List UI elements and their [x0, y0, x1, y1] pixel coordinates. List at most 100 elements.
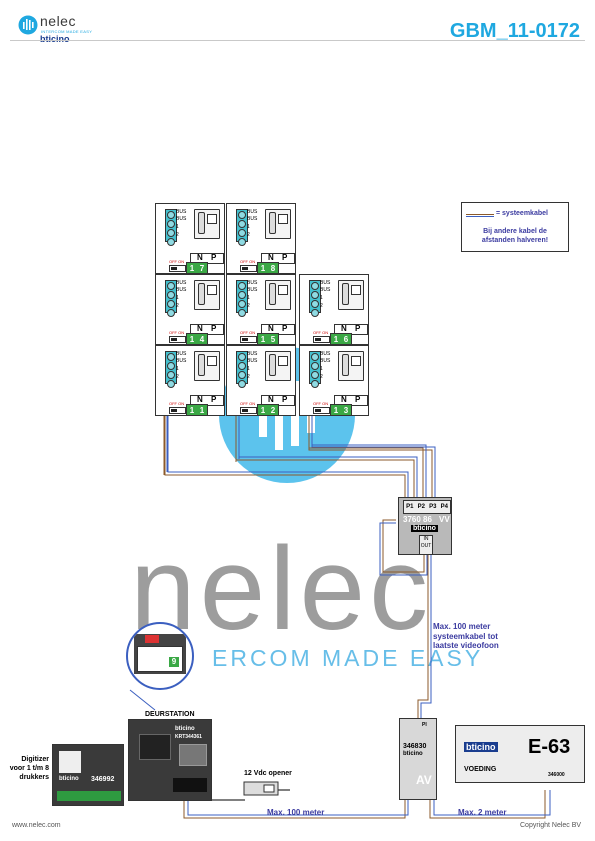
av-label: AV [416, 773, 432, 787]
terminal-block [309, 351, 321, 388]
terminal-label: 1 [247, 295, 250, 301]
digitizer-brand: bticino [59, 776, 79, 782]
terminal-label: BUS [247, 209, 258, 215]
handset-icon [265, 280, 291, 310]
av-model: 346830 [403, 743, 427, 750]
footer-copyright: Copyright Nelec BV [520, 822, 582, 829]
off-on-switch [240, 407, 257, 414]
off-on-label: OFF ON [169, 259, 185, 264]
footer-website: www.nelec.com [12, 822, 61, 829]
av-module: PI 346830 bticino AV [399, 718, 437, 800]
power-supply: bticino E-63 VOEDING 346000 [455, 725, 585, 783]
terminal-block [165, 209, 177, 246]
deurstation-model: KRT344361 [175, 734, 202, 740]
nelec-logo-icon [18, 15, 38, 35]
off-on-label: OFF ON [169, 330, 185, 335]
terminal-label: 1 [247, 224, 250, 230]
av-pi: PI [422, 722, 427, 728]
terminal-label: 1 [176, 366, 179, 372]
off-on-switch [240, 265, 257, 272]
terminal-label: 2 [247, 374, 250, 380]
terminal-label: 2 [176, 374, 179, 380]
terminal-label: 1 [320, 295, 323, 301]
off-on-switch [313, 407, 330, 414]
terminal-label: 2 [176, 303, 179, 309]
opener-label: 12 Vdc opener [244, 770, 292, 777]
terminal-block [309, 280, 321, 317]
logo-brand: bticino [40, 34, 70, 44]
zoom-detail: 9 [126, 622, 194, 690]
legend-key: = systeemkabel [496, 210, 548, 217]
off-on-switch [313, 336, 330, 343]
terminal-label: BUS [247, 280, 258, 286]
off-on-label: OFF ON [313, 401, 329, 406]
off-on-switch [169, 407, 186, 414]
handset-icon [265, 351, 291, 381]
zoom-digit: 9 [169, 657, 179, 667]
terminal-label: BUS [176, 358, 187, 364]
handset-icon [194, 209, 220, 239]
distributor-marks: VV [439, 515, 450, 524]
deurstation-brand: bticino [175, 726, 195, 732]
terminal-block [236, 351, 248, 388]
terminal-label: BUS [320, 358, 331, 364]
terminal-label: BUS [247, 287, 258, 293]
terminal-block [236, 209, 248, 246]
off-on-switch [169, 336, 186, 343]
terminal-label: BUS [320, 287, 331, 293]
terminal-label: 2 [247, 303, 250, 309]
off-on-label: OFF ON [240, 330, 256, 335]
terminal-label: BUS [176, 287, 187, 293]
terminal-label: BUS [320, 280, 331, 286]
speaker-module [179, 744, 207, 766]
handset-icon [265, 209, 291, 239]
deurstation-panel: bticino KRT344361 [128, 719, 212, 801]
power-supply-brand: bticino [464, 742, 498, 752]
terminal-label: BUS [247, 358, 258, 364]
terminal-label: BUS [247, 351, 258, 357]
handset-icon [194, 280, 220, 310]
distance-note-voeding: Max. 2 meter [458, 808, 507, 817]
terminal-label: 1 [176, 224, 179, 230]
terminal-label: BUS [247, 216, 258, 222]
off-on-switch [240, 336, 257, 343]
handset-icon [338, 351, 364, 381]
legend-note: Bij andere kabel de afstanden halveren! [481, 228, 549, 244]
power-supply-code: E-63 [528, 736, 571, 758]
distance-note-deurstation: Max. 100 meter [267, 808, 325, 817]
handset-icon [338, 280, 364, 310]
terminal-strip [173, 778, 207, 792]
camera-module [139, 734, 171, 760]
document-code: GBM_11-0172 [449, 20, 580, 42]
handset-icon [194, 351, 220, 381]
power-supply-model: 346000 [548, 772, 565, 778]
off-on-label: OFF ON [240, 259, 256, 264]
distributor-model: 3760 86 [403, 515, 432, 524]
terminal-label: 2 [247, 232, 250, 238]
av-brand: bticino [403, 751, 423, 757]
power-supply-label: VOEDING [464, 766, 497, 773]
nelec-logo: nelec INTERCOM MADE EASY bticino [18, 13, 128, 44]
terminal-label: BUS [320, 351, 331, 357]
terminal-block [165, 280, 177, 317]
terminal-label: BUS [176, 209, 187, 215]
terminal-label: BUS [176, 280, 187, 286]
terminal-block [236, 280, 248, 317]
terminal-label: 1 [176, 295, 179, 301]
deurstation-title: DEURSTATION [145, 711, 195, 718]
digitizer-terminals [57, 791, 121, 801]
terminal-label: 1 [320, 366, 323, 372]
